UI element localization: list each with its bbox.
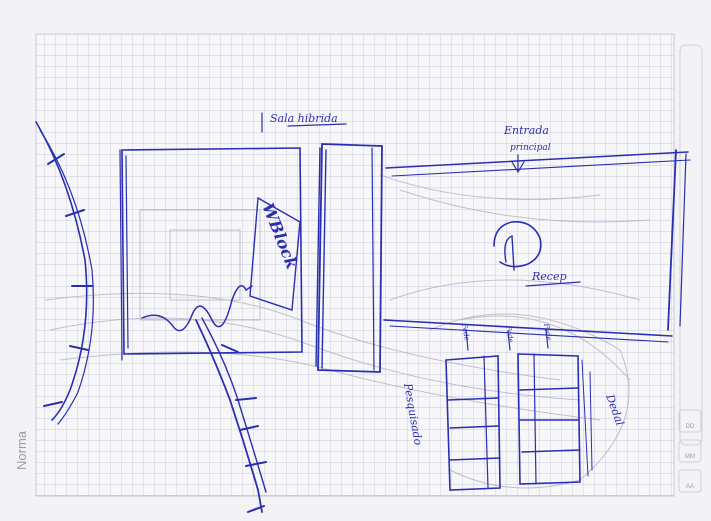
corner-mark-dd: DD	[686, 424, 695, 430]
corner-mark-mm: MM	[685, 454, 695, 460]
grid-lines	[36, 34, 674, 496]
label-recep: Recep	[531, 270, 567, 283]
corner-mark-aa: AA	[686, 484, 694, 490]
label-principal: principal	[510, 143, 551, 153]
label-sala-hibrida: Sala hibrida	[270, 112, 338, 125]
brand-logo: Norma	[14, 430, 29, 470]
label-entrada: Entrada	[503, 124, 549, 137]
